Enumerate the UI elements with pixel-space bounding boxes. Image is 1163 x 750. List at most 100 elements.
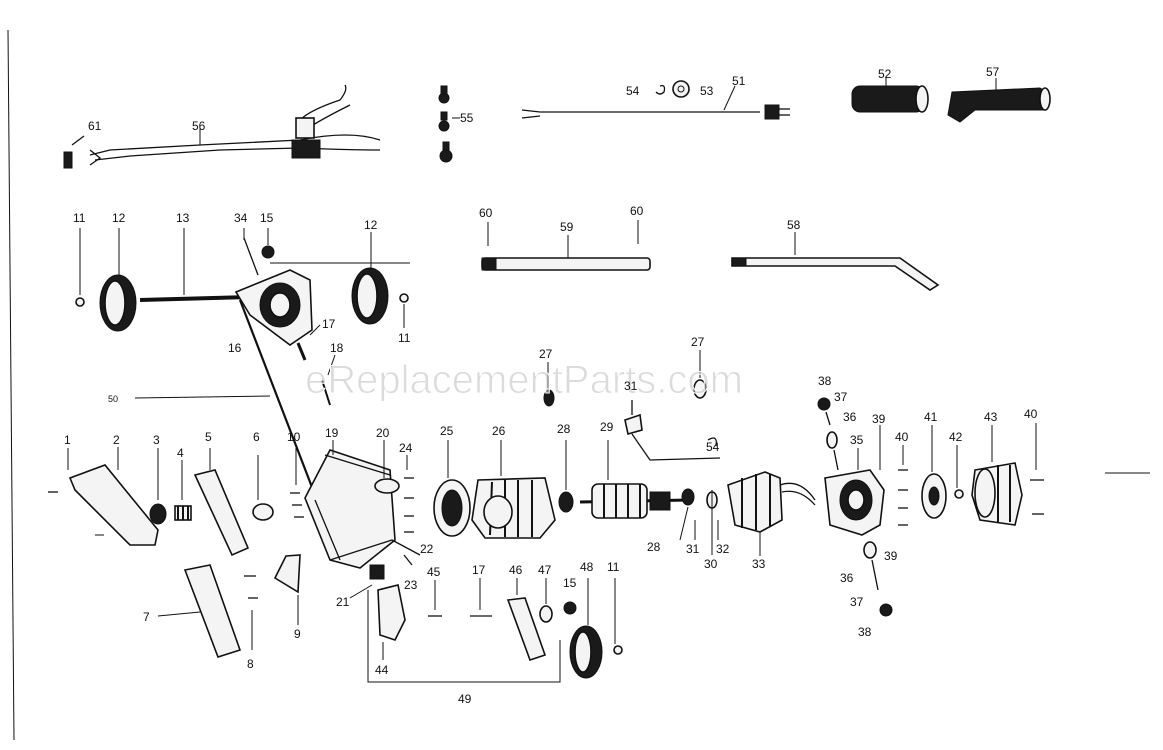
label-11-bottom: 11 bbox=[607, 560, 620, 574]
label-43: 43 bbox=[984, 410, 998, 424]
part-61-terminal bbox=[63, 135, 85, 169]
label-31-bottom: 31 bbox=[686, 542, 700, 556]
part-44-latch bbox=[377, 584, 406, 660]
part-38-37-36-hardware-top bbox=[817, 397, 839, 471]
label-17-bottom: 17 bbox=[472, 563, 486, 577]
part-55-screws bbox=[438, 85, 460, 163]
leader-50 bbox=[134, 395, 271, 399]
label-50: 50 bbox=[108, 394, 118, 404]
label-37-bottom: 37 bbox=[850, 595, 864, 609]
scan-edge-line bbox=[7, 29, 15, 741]
label-57: 57 bbox=[986, 65, 1000, 79]
label-41: 41 bbox=[924, 410, 938, 424]
label-27-left: 27 bbox=[539, 347, 553, 361]
label-49: 49 bbox=[458, 692, 472, 706]
label-60-right: 60 bbox=[630, 204, 644, 218]
part-56-cord-switch bbox=[89, 84, 381, 166]
label-5: 5 bbox=[205, 430, 212, 444]
label-3: 3 bbox=[153, 433, 160, 447]
label-47: 47 bbox=[538, 563, 552, 577]
leader-49 bbox=[367, 590, 561, 683]
label-12-right: 12 bbox=[364, 218, 378, 232]
part-54-clip bbox=[655, 84, 666, 95]
label-42: 42 bbox=[949, 430, 963, 444]
part-12-wheel-left bbox=[99, 228, 137, 332]
label-17-top: 17 bbox=[322, 317, 336, 331]
label-13: 13 bbox=[176, 211, 190, 225]
label-34: 34 bbox=[234, 211, 248, 225]
part-16-bracket bbox=[234, 228, 410, 346]
part-43-cover bbox=[971, 425, 1023, 526]
label-8: 8 bbox=[247, 657, 254, 671]
label-54-top: 54 bbox=[626, 84, 640, 98]
part-9-blade bbox=[273, 554, 301, 594]
label-11-top-left: 11 bbox=[73, 211, 86, 225]
part-10-screws bbox=[290, 448, 304, 518]
part-51-power-cord bbox=[521, 80, 790, 120]
label-51: 51 bbox=[732, 74, 746, 88]
part-26-stator bbox=[471, 440, 556, 539]
label-7: 7 bbox=[143, 610, 150, 624]
label-46: 46 bbox=[509, 563, 523, 577]
part-48-wheel-lower bbox=[569, 578, 603, 679]
part-25-fan bbox=[433, 440, 471, 537]
part-17-screw bbox=[296, 342, 307, 361]
label-33: 33 bbox=[752, 557, 766, 571]
part-27-ring-left bbox=[543, 389, 555, 407]
label-35: 35 bbox=[850, 433, 864, 447]
part-33-field-coil bbox=[727, 471, 816, 556]
label-36-top: 36 bbox=[843, 410, 857, 424]
part-40-screw-right bbox=[1030, 423, 1044, 515]
part-18-pin bbox=[321, 379, 331, 406]
part-47-bushing bbox=[539, 605, 553, 623]
label-36-bottom: 36 bbox=[840, 571, 854, 585]
part-15-nut-lower bbox=[563, 601, 577, 615]
part-42-washer bbox=[954, 489, 964, 499]
label-56: 56 bbox=[192, 119, 206, 133]
label-58: 58 bbox=[787, 218, 801, 232]
label-29: 29 bbox=[600, 420, 614, 434]
part-2-bracket bbox=[68, 464, 159, 546]
label-21: 21 bbox=[336, 595, 350, 609]
label-16: 16 bbox=[228, 341, 242, 355]
watermark-text: eReplacementParts.com bbox=[305, 358, 743, 402]
part-13-axle bbox=[139, 228, 251, 302]
part-29-armature bbox=[579, 440, 691, 519]
label-25: 25 bbox=[440, 424, 454, 438]
part-52-handle-grip bbox=[851, 78, 929, 113]
label-18: 18 bbox=[330, 341, 344, 355]
part-59-tube bbox=[481, 220, 651, 271]
label-45: 45 bbox=[427, 565, 441, 579]
part-11-cap-right bbox=[399, 293, 409, 303]
part-7-plate bbox=[183, 564, 242, 658]
part-20-gasket bbox=[374, 478, 400, 494]
label-55: 55 bbox=[460, 111, 474, 125]
part-24-screws bbox=[404, 455, 414, 533]
label-9: 9 bbox=[294, 627, 301, 641]
part-19-housing bbox=[304, 440, 396, 569]
part-5-plate bbox=[193, 469, 250, 557]
label-37-top: 37 bbox=[834, 390, 848, 404]
label-24: 24 bbox=[399, 441, 413, 455]
part-46-arm bbox=[506, 578, 547, 662]
label-38-bottom: 38 bbox=[858, 625, 872, 639]
part-4-spring bbox=[174, 460, 192, 521]
label-15-top: 15 bbox=[260, 211, 274, 225]
part-57-handle bbox=[947, 78, 1051, 123]
label-10: 10 bbox=[287, 430, 301, 444]
label-32: 32 bbox=[716, 542, 730, 556]
label-31-top: 31 bbox=[624, 379, 638, 393]
part-53-washer bbox=[672, 80, 690, 98]
part-31-brush bbox=[624, 400, 721, 461]
callout-labels: 61 56 55 54 53 51 52 57 11 12 13 34 15 1… bbox=[64, 65, 1038, 706]
label-2: 2 bbox=[113, 433, 120, 447]
label-28-top: 28 bbox=[557, 422, 571, 436]
part-27-ring-right bbox=[693, 379, 707, 399]
part-39-40-screws bbox=[879, 425, 908, 526]
label-6: 6 bbox=[253, 430, 260, 444]
label-22: 22 bbox=[420, 542, 434, 556]
part-28-bearing bbox=[558, 491, 574, 513]
part-12-wheel-right bbox=[351, 232, 389, 325]
label-44: 44 bbox=[375, 663, 389, 677]
